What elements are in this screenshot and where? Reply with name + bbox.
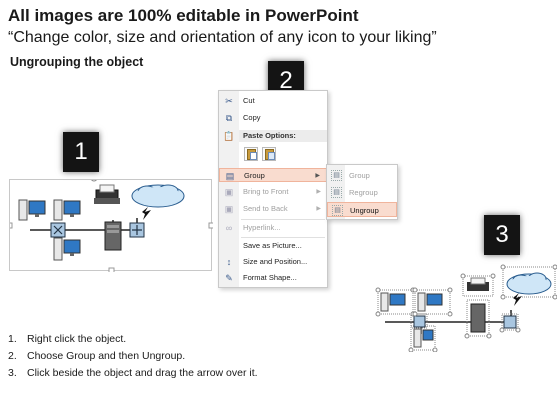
menu-separator [241,237,325,238]
submenu-arrow-icon: ▶ [315,173,320,179]
computer-icon [53,199,81,221]
menu-item-label: Copy [243,113,261,122]
ungrouped-network-diagram[interactable] [373,262,558,353]
switch-icon [503,315,517,329]
cloud-icon [506,272,552,295]
menu-item-group[interactable]: ▤ Group ▶ [219,168,327,182]
regroup-icon: ▤ [331,187,342,198]
submenu-item-label: Ungroup [350,206,379,215]
step-number: 3. [8,367,17,379]
bring-to-front-icon: ▣ [224,187,234,197]
context-menu: ✂ Cut ⧉ Copy 📋 Paste Options: ▤ Group ▶ … [218,90,328,288]
menu-item-bring-to-front[interactable]: ▣ Bring to Front ▶ [219,185,327,199]
step-text: Right click the object. [27,333,127,345]
paste-options-header: Paste Options: [239,130,327,142]
page-subtitle: “Change color, size and orientation of a… [8,29,437,46]
cloud-icon [131,184,185,208]
switch-icon [129,222,145,238]
step-text: Click beside the object and drag the arr… [27,367,258,379]
section-heading: Ungrouping the object [10,55,144,69]
menu-item-label: Format Shape... [243,273,297,282]
hub-icon [413,315,426,328]
menu-item-copy[interactable]: ⧉ Copy [219,111,327,125]
server-icon [104,221,122,251]
menu-item-label: Hyperlink... [243,223,281,232]
computer-icon [413,328,434,348]
submenu-arrow-icon: ▶ [316,206,321,212]
menu-item-label: Save as Picture... [243,241,302,250]
group-icon: ▤ [225,171,235,181]
step-number: 2. [8,350,17,362]
submenu-item-regroup[interactable]: ▤ Regroup [327,185,397,200]
menu-item-label: Size and Position... [243,257,308,266]
menu-item-save-as-picture[interactable]: Save as Picture... [219,239,327,253]
paste-picture-icon[interactable] [262,147,276,161]
grouped-network-diagram[interactable] [9,179,213,272]
scissors-icon: ✂ [225,96,233,106]
submenu-item-ungroup[interactable]: ▤ Ungroup [327,202,397,217]
step-1-badge: 1 [63,132,99,172]
instruction-step: 1. Right click the object. [8,331,258,348]
menu-item-size-and-position[interactable]: ↕ Size and Position... [219,255,327,269]
page-title: All images are 100% editable in PowerPoi… [8,6,359,25]
network-diagram-graphic [10,180,213,272]
submenu-item-label: Regroup [349,188,378,197]
submenu-item-label: Group [349,171,370,180]
menu-icon-strip [219,91,239,287]
paste-keep-format-icon[interactable] [244,147,258,161]
size-position-icon: ↕ [226,257,232,267]
menu-item-send-to-back[interactable]: ▣ Send to Back ▶ [219,202,327,216]
paste-icon: 📋 [223,131,235,141]
menu-item-label: Send to Back [243,204,288,213]
instruction-list: 1. Right click the object. 2. Choose Group… [8,331,258,382]
step-number: 1. [8,333,17,345]
instruction-step: 2. Choose Group and then Ungroup. [8,348,258,365]
paste-options-label: Paste Options: [243,131,296,140]
instruction-step: 3. Click beside the object and drag the a… [8,365,258,382]
menu-item-cut[interactable]: ✂ Cut [219,94,327,108]
format-shape-icon: ✎ [225,273,233,283]
lightning-icon [142,207,151,220]
server-icon [470,303,486,333]
group-submenu: ▤ Group ▤ Regroup ▤ Ungroup [326,164,398,220]
step-3-badge: 3 [484,215,520,255]
printer-icon [467,277,489,291]
menu-item-hyperlink[interactable]: ∞ Hyperlink... [219,221,327,235]
copy-icon: ⧉ [225,113,233,123]
send-to-back-icon: ▣ [224,204,234,214]
menu-item-label: Bring to Front [243,187,289,196]
menu-separator [241,219,325,220]
computer-icon [53,237,81,261]
submenu-item-group[interactable]: ▤ Group [327,168,397,183]
lightning-icon [513,293,522,306]
ungrouped-diagram-graphic [375,264,558,353]
computer-icon [380,292,406,312]
step-text: Choose Group and then Ungroup. [27,350,186,362]
ungroup-icon: ▤ [332,205,343,216]
computer-icon [18,199,46,221]
menu-item-label: Cut [243,96,255,105]
hub-icon [50,222,66,238]
computer-icon [417,292,443,312]
printer-icon [94,184,120,204]
menu-item-label: Group [244,171,265,180]
menu-item-format-shape[interactable]: ✎ Format Shape... [219,271,327,285]
submenu-arrow-icon: ▶ [316,189,321,195]
group-icon: ▤ [331,170,342,181]
hyperlink-icon: ∞ [225,223,233,233]
